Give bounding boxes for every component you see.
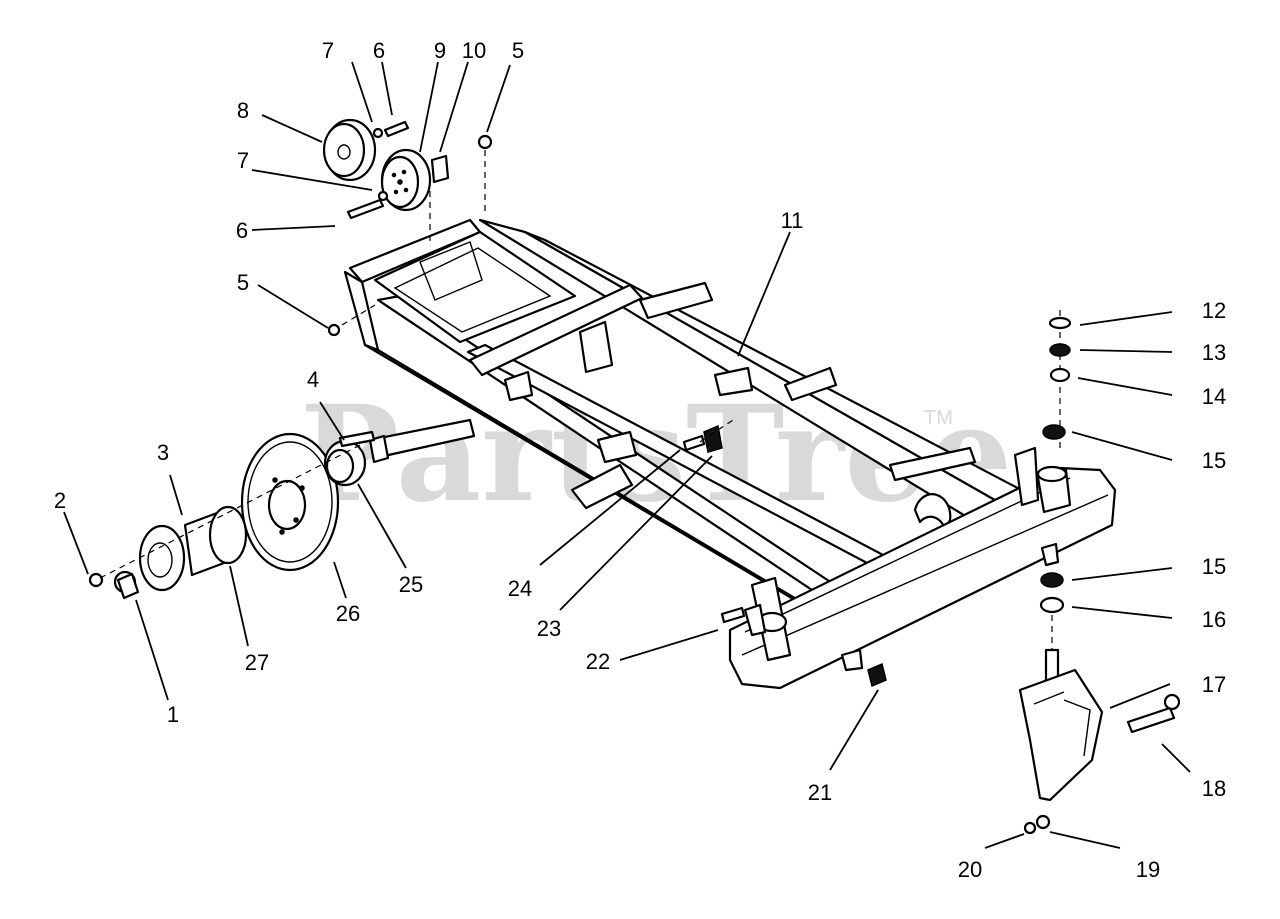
callout-19: 19 <box>1136 857 1160 882</box>
bracket-parts <box>682 417 737 453</box>
callout-10: 10 <box>462 38 486 63</box>
callout-5-lower: 5 <box>237 270 249 295</box>
leader-lines <box>63 61 1191 849</box>
callout-7-top: 7 <box>322 38 334 63</box>
callout-15-top: 15 <box>1202 448 1226 473</box>
callout-17: 17 <box>1202 672 1226 697</box>
callout-23: 23 <box>537 616 561 641</box>
callout-11: 11 <box>781 208 804 233</box>
callout-13: 13 <box>1202 340 1226 365</box>
callout-9: 9 <box>434 38 446 63</box>
main-frame <box>343 218 1117 690</box>
callout-labels: 1 2 3 4 5 5 6 6 7 7 8 9 10 11 12 13 14 1… <box>54 38 1226 882</box>
caster-assembly <box>720 310 1181 835</box>
callout-1: 1 <box>167 702 179 727</box>
callout-25: 25 <box>399 572 423 597</box>
callout-5-top: 5 <box>512 38 524 63</box>
watermark-trademark: TM <box>924 407 953 429</box>
callout-24: 24 <box>508 576 532 601</box>
callout-16: 16 <box>1202 607 1226 632</box>
callout-21: 21 <box>808 780 832 805</box>
callout-26: 26 <box>336 601 360 626</box>
callout-3: 3 <box>157 440 169 465</box>
callout-8: 8 <box>237 98 249 123</box>
callout-18: 18 <box>1202 776 1226 801</box>
callout-14: 14 <box>1202 384 1226 409</box>
pulley-assembly <box>322 118 493 337</box>
callout-12: 12 <box>1202 298 1226 323</box>
callout-20: 20 <box>958 857 982 882</box>
callout-22: 22 <box>586 649 610 674</box>
callout-27: 27 <box>245 650 269 675</box>
callout-4: 4 <box>307 367 319 392</box>
callout-7-lower: 7 <box>237 148 249 173</box>
hub-assembly <box>88 430 376 600</box>
callout-15-lower: 15 <box>1202 554 1226 579</box>
callout-6-lower: 6 <box>236 218 248 243</box>
callout-2: 2 <box>54 488 66 513</box>
callout-6-top: 6 <box>373 38 385 63</box>
